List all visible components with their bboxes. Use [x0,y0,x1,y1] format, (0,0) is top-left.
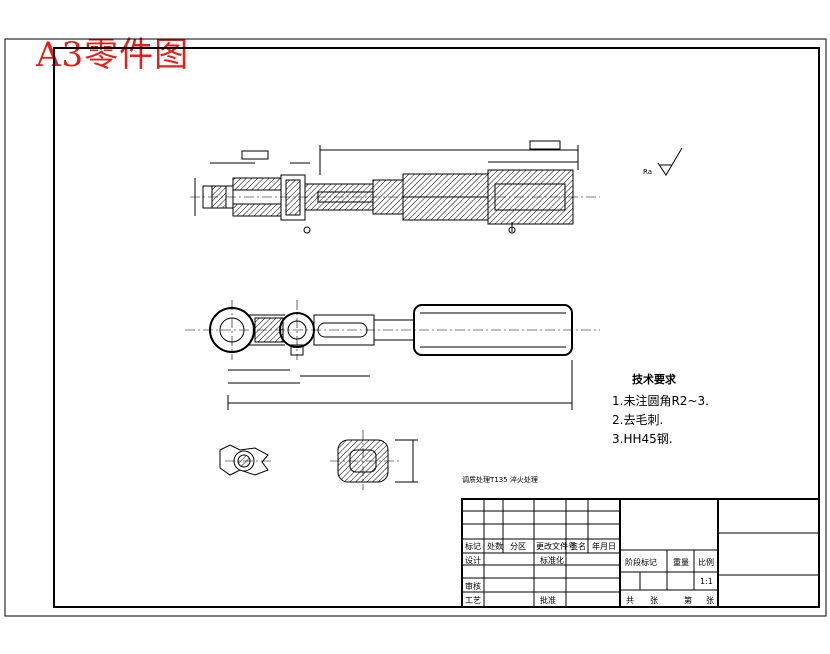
inner-drawing-frame [53,47,820,608]
col-zone: 分区 [510,542,526,551]
process-label: 工艺 [465,596,481,605]
stage-mark-label: 阶段标记 [625,557,657,567]
section-detail-right [330,430,418,490]
scale-value: 1:1 [700,577,713,586]
col-change-doc: 更改文件号 [536,541,576,551]
approve-label: 批准 [540,595,556,605]
surface-roughness-symbol: Ra [643,147,683,176]
sheet-unit-label: 张 [706,596,714,605]
sheets-label: 张 [650,596,658,605]
tech-item-1: 1.未注圆角R2~3. [612,393,709,408]
front-section-view [190,140,600,234]
outer-sheet-border [4,38,827,617]
col-count: 处数 [487,541,503,551]
tech-item-2: 2.去毛刺. [612,413,663,427]
design-label: 设计 [465,555,481,565]
section-detail-left [219,444,272,476]
col-date: 年月日 [592,541,616,551]
heat-treatment-note: 调质处理T135 淬火处理 [462,475,538,484]
title-block: 标记 处数 分区 更改文件号 签名 年月日 设计 标准化 审核 工艺 批准 阶段… [461,498,820,608]
tech-title: 技术要求 [632,372,677,386]
sheet-no-label: 第 [684,595,692,605]
top-plan-view [185,300,600,410]
check-label: 审核 [465,581,481,591]
technical-requirements: 技术要求 1.未注圆角R2~3. 2.去毛刺. 3.HH45钢. [612,372,709,446]
weight-label: 重量 [673,557,689,567]
total-label: 共 [626,596,634,605]
col-mark: 标记 [465,541,481,551]
tech-item-3: 3.HH45钢. [612,432,673,446]
drawing-size-stamp: A3零件图 [36,35,190,75]
roughness-label: Ra [643,168,652,176]
col-sign: 签名 [570,541,586,551]
standardize-label: 标准化 [540,555,564,565]
scale-label: 比例 [698,557,714,567]
